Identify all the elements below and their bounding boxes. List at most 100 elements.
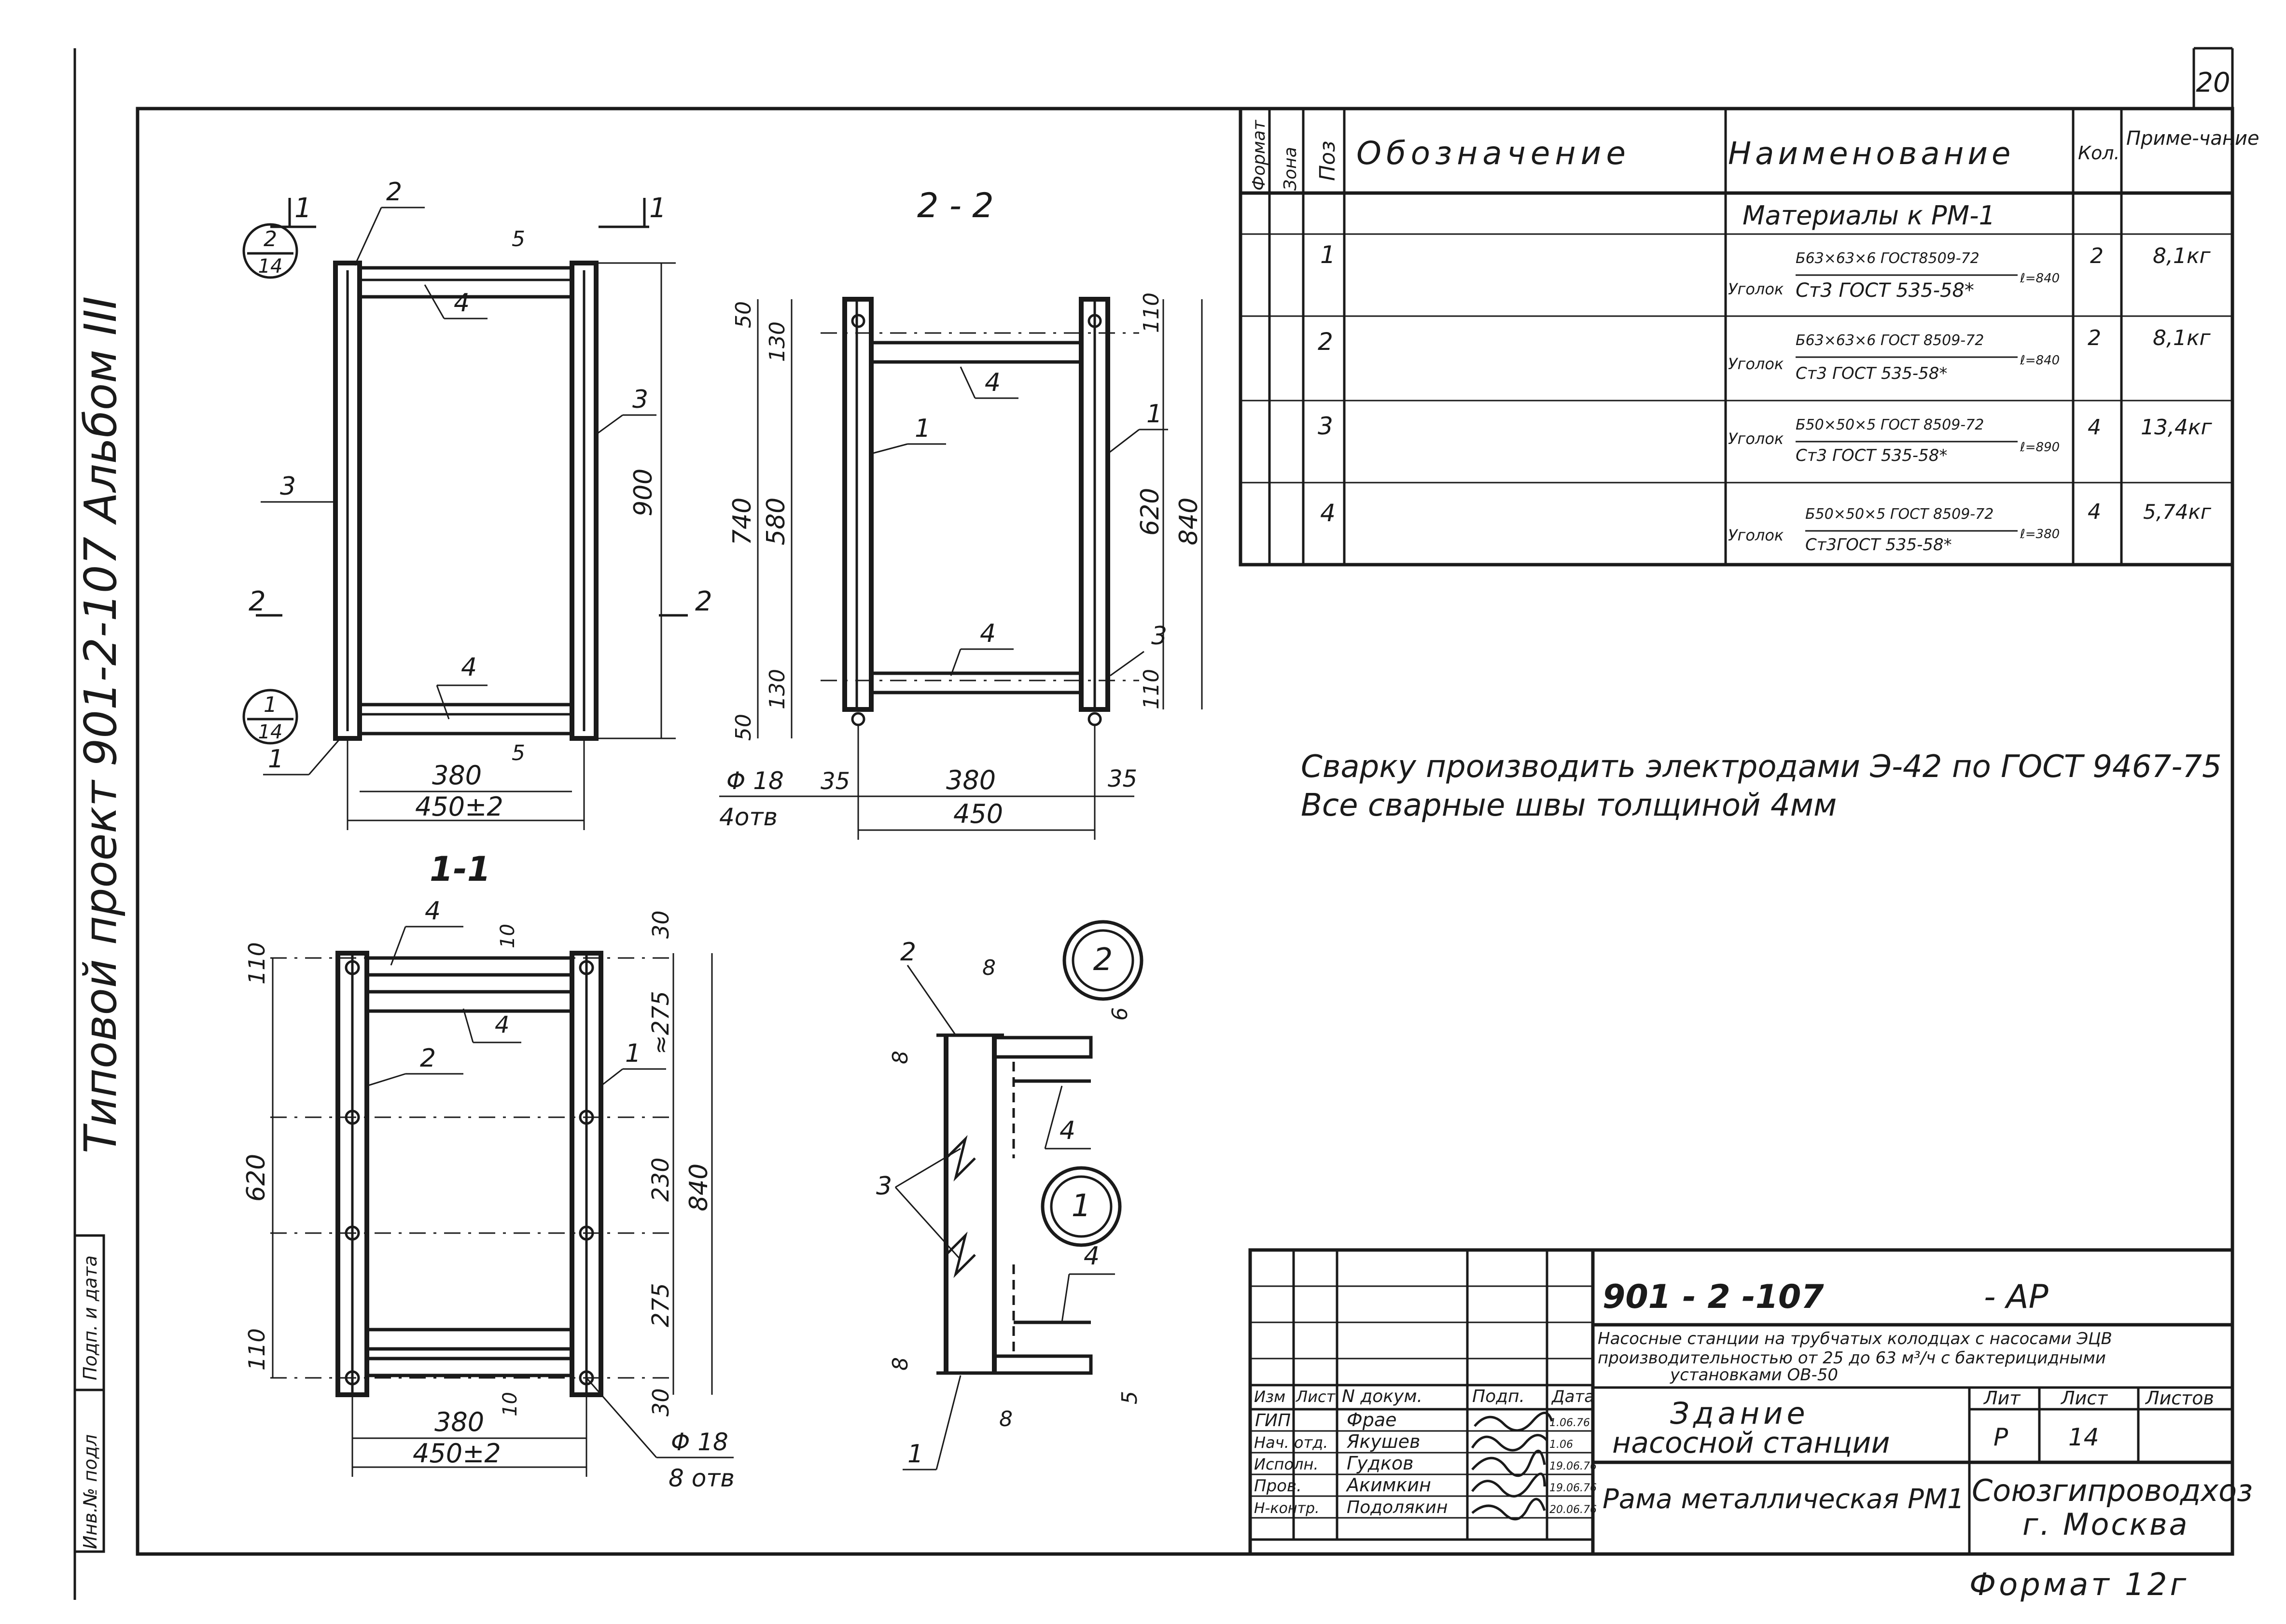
tb-sheet-header: Лист	[2060, 1388, 2108, 1409]
detail-dim-8a: 8	[982, 956, 996, 980]
leader-4-top	[424, 284, 445, 319]
detail-leader-4-bottom	[1061, 1274, 1070, 1323]
v22-holes-count: 4отв	[719, 803, 778, 831]
spec-header-format: Формат	[1249, 120, 1269, 191]
detail-leader-3b	[894, 1186, 962, 1261]
detail-dim-8d: 8	[999, 1407, 1013, 1431]
v22-pos-4-top: 4	[985, 368, 1001, 397]
signature-isp	[1471, 1449, 1546, 1477]
spec-row-1-prefix: Уголок	[1728, 280, 1784, 298]
v22-dim-740: 740	[728, 498, 757, 545]
signature-prov	[1471, 1472, 1546, 1498]
spec-row-1-note: 8,1кг	[2153, 244, 2211, 268]
spec-section-title: Материалы к РМ-1	[1742, 200, 1995, 231]
spec-row-2-prefix: Уголок	[1728, 355, 1784, 373]
v22-leader-1-left	[871, 443, 908, 455]
title-block: Изм Лист N докум. Подп. Дата ГИП Фрае 1.…	[1248, 1248, 2253, 1556]
view-1-1-title: 1-1	[430, 849, 490, 889]
v22-bottom-bar	[869, 671, 1083, 694]
v11-bottom-bar-a	[365, 1328, 574, 1351]
spec-row-3-note: 13,4кг	[2141, 415, 2213, 440]
dim-380: 380	[432, 760, 482, 791]
tb-project-desc-1: Насосные станции на трубчатых колодцах с…	[1598, 1329, 2112, 1348]
format-label: Формат 12г	[1969, 1567, 2189, 1603]
spec-row-3-profile: Б50×50×5 ГОСТ 8509-72	[1796, 416, 1984, 433]
tb-col-doc: N докум.	[1342, 1387, 1422, 1406]
view-2-2: 2 - 2 4 1 1 4 3 50 130 740 580 130	[719, 186, 1203, 840]
spec-row-4-note: 5,74кг	[2143, 500, 2212, 524]
tb-date-gip: 1.06.76	[1549, 1417, 1590, 1429]
tb-date-nach: 1.06	[1549, 1439, 1573, 1451]
section-1-mark-left: 1	[294, 193, 312, 224]
tb-name-prov: Акимкин	[1345, 1474, 1431, 1496]
top-crossbar	[358, 266, 574, 299]
tb-name-isp: Гудков	[1347, 1453, 1414, 1474]
bottom-crossbar	[358, 703, 574, 736]
detail-break-top	[945, 1135, 976, 1182]
v11-leader-2	[366, 1073, 406, 1087]
v11-dim-230: 230	[647, 1157, 674, 1202]
tb-stage: Р	[1993, 1423, 2008, 1451]
v22-holes: Φ 18	[726, 767, 784, 795]
node-2-label: 2	[1093, 942, 1113, 978]
signature-gip	[1474, 1412, 1553, 1432]
leader-2	[354, 207, 382, 266]
tb-name-gip: Фрае	[1347, 1409, 1397, 1430]
tb-col-sign: Подп.	[1472, 1387, 1525, 1406]
tb-org: Союзгипроводхоз	[1972, 1473, 2253, 1508]
pos-label-4-bottom: 4	[461, 653, 477, 682]
pos-label-4-top: 4	[454, 289, 470, 318]
callout-top-circle	[242, 223, 298, 279]
leader-3-right	[596, 414, 623, 435]
signature-nkontr	[1471, 1498, 1546, 1521]
tb-sheet: 14	[2068, 1423, 2099, 1451]
spec-row-4-profile: Б50×50×5 ГОСТ 8509-72	[1805, 506, 1993, 523]
v11-dim-110-bottom: 110	[244, 1328, 270, 1371]
spec-row-2-pos: 2	[1318, 328, 1333, 356]
v22-dim-620: 620	[1136, 488, 1165, 536]
spec-outline	[1239, 107, 2234, 567]
v11-leader-4-mid	[462, 1008, 474, 1043]
v11-dim-275-top: ≈275	[647, 991, 674, 1055]
v11-pos-4-top: 4	[425, 897, 441, 926]
v22-pos-1-left: 1	[915, 414, 931, 443]
v22-dim-35-right: 35	[1108, 765, 1137, 792]
tb-name-nach: Якушев	[1346, 1431, 1420, 1452]
detail-dim-8b: 8	[888, 1051, 913, 1064]
v22-dim-50-bottom: 50	[731, 714, 756, 741]
tb-building-1: Здание	[1670, 1396, 1809, 1431]
detail-label-2: 2	[900, 938, 916, 967]
tb-date-nkontr: 20.06.76	[1549, 1504, 1597, 1516]
signature-date-label: Подп. и дата	[80, 1255, 101, 1380]
detail-leader-1	[935, 1375, 962, 1470]
v22-top-bar	[869, 341, 1083, 364]
tb-doc-code: 901 - 2 -107	[1603, 1278, 1824, 1316]
tb-drawing-name: Рама металлическая РМ1	[1603, 1484, 1965, 1515]
v11-dim-10-bottom: 10	[499, 1392, 521, 1416]
tb-role-isp: Исполн.	[1254, 1455, 1319, 1473]
callout-bottom-circle	[242, 689, 298, 745]
callout-bottom-sheet: 14	[258, 721, 283, 743]
section-2-mark-right: 2	[695, 586, 712, 617]
v22-leader-1-right	[1107, 429, 1140, 455]
detail-dim-8c: 8	[888, 1357, 913, 1371]
tb-col-izm: Изм	[1254, 1388, 1285, 1406]
node-1-outer	[1041, 1166, 1122, 1247]
leader-4-bottom	[436, 685, 450, 720]
v11-dim-620: 620	[242, 1154, 271, 1202]
dim-gap-top: 5	[512, 227, 525, 251]
node-2-inner	[1072, 929, 1134, 992]
spec-row-4-length: ℓ=380	[2020, 527, 2060, 541]
section-2-mark-left: 2	[249, 586, 266, 617]
tb-outline	[1248, 1248, 2234, 1556]
spec-row-3-pos: 3	[1318, 412, 1333, 440]
inventory-label: Инв.№ подл	[80, 1434, 101, 1549]
spec-row-1-qty: 2	[2090, 244, 2104, 268]
tb-city: г. Москва	[2022, 1507, 2189, 1542]
v11-pos-2: 2	[420, 1044, 436, 1073]
section-1-mark-right: 1	[649, 193, 667, 224]
spec-row-2-note: 8,1кг	[2153, 326, 2211, 350]
v22-pos-1-right: 1	[1146, 400, 1162, 429]
pos-label-2: 2	[386, 178, 402, 207]
